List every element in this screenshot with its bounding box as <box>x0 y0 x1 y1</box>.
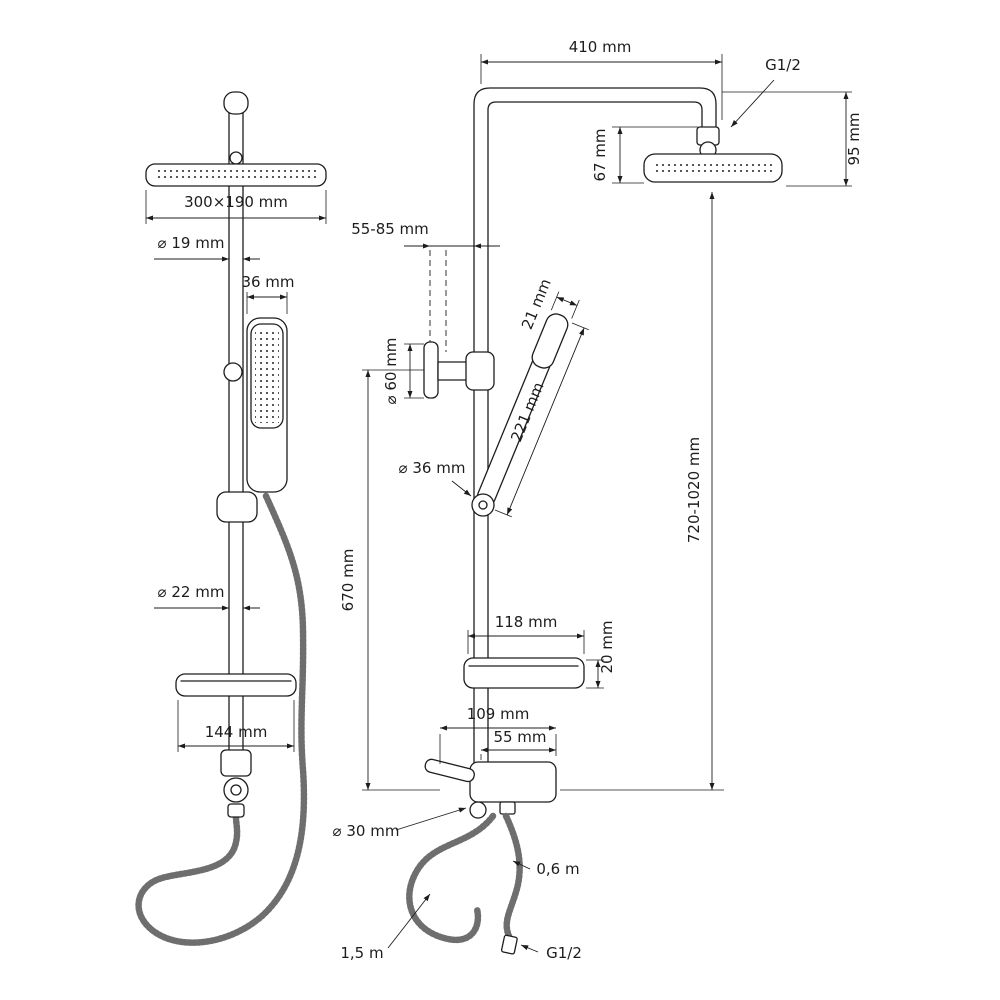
diverter-knob-side <box>469 801 487 819</box>
label-top-thread: G1/2 <box>730 56 801 128</box>
hose-connector-side <box>500 934 518 955</box>
shelf-front <box>175 673 297 697</box>
label-holder-diameter: ⌀ 36 mm <box>399 459 472 497</box>
ext-line <box>494 322 589 518</box>
pipe-clamp-side <box>465 351 495 391</box>
dim-pipe-diameter: ⌀ 19 mm <box>154 234 260 262</box>
dim-pipe-diameter-label: ⌀ 19 mm <box>158 234 225 252</box>
dim-shelf-width: 144 mm <box>177 700 295 752</box>
holder-knob-front <box>223 362 243 382</box>
rain-head-nozzles-front <box>154 170 318 181</box>
arm-connector-front <box>223 91 249 115</box>
shelf-side <box>463 657 585 689</box>
long-hose-side <box>406 812 497 944</box>
ext-line <box>612 126 698 184</box>
wall-bracket-side <box>423 341 495 399</box>
hand-shower-nozzles-front <box>255 329 279 423</box>
leader-line <box>730 79 775 128</box>
dim-head-size: 300×190 mm <box>145 190 327 224</box>
ext-line <box>722 91 852 187</box>
hose-long-label: 1,5 m <box>340 944 383 962</box>
dim-shelf-width-label: 144 mm <box>205 723 268 741</box>
leader-line <box>512 860 531 870</box>
ext-line <box>439 734 557 764</box>
dim-handset-width-label: 36 mm <box>241 273 294 291</box>
dim-shelf-depth: 118 mm <box>467 613 585 654</box>
label-hose-short: 0,6 m <box>512 860 580 878</box>
ext-line <box>246 292 288 314</box>
riser-and-arm-inner <box>487 101 703 763</box>
head-ball-joint-front <box>229 151 243 165</box>
dim-shelf-thickness-label: 20 mm <box>598 620 616 673</box>
dim-head-height: 67 mm <box>591 126 698 184</box>
dim-arm-length: 410 mm <box>480 38 723 120</box>
dim-head-size-label: 300×190 mm <box>184 193 288 211</box>
bottom-thread-label: G1/2 <box>546 944 582 962</box>
dim-lower-pipe-diameter-label: ⌀ 22 mm <box>158 583 225 601</box>
dim-mixer-width-label: 109 mm <box>467 705 530 723</box>
hose-short-label: 0,6 m <box>536 860 579 878</box>
leader-line <box>451 480 472 497</box>
dim-head-height-label: 67 mm <box>591 128 609 181</box>
holder-ball-joint-side <box>471 493 495 517</box>
front-view: 300×190 mm ⌀ 19 mm 36 mm ⌀ 22 mm 144 mm <box>135 91 327 946</box>
dim-shelf-thickness: 20 mm <box>586 620 616 689</box>
rain-head-nozzles-side <box>652 164 774 176</box>
mixer-side <box>424 758 557 819</box>
ext-line <box>550 291 580 319</box>
dim-head-drop: 95 mm <box>722 91 863 187</box>
ext-line <box>480 54 723 120</box>
dim-mixer-depth-label: 55 mm <box>493 728 546 746</box>
slider-clamp-front <box>216 491 258 523</box>
dim-shelf-depth-label: 118 mm <box>495 613 558 631</box>
holder-ball-center-side <box>478 500 488 510</box>
dim-lower-column-label: 670 mm <box>339 549 357 612</box>
top-thread-label: G1/2 <box>765 56 801 74</box>
dim-bracket-diameter-label: ⌀ 60 mm <box>382 338 400 405</box>
side-view: 410 mm G1/2 95 mm 67 mm 55-85 mm ⌀ 60 mm <box>333 38 863 962</box>
dim-arm-length-label: 410 mm <box>569 38 632 56</box>
hose-outlet-front <box>227 803 245 818</box>
dim-mixer-width: 109 mm <box>439 705 557 764</box>
diverter-knob-center-front <box>230 784 242 796</box>
ext-line <box>586 659 604 689</box>
dim-wall-offset: 55-85 mm <box>351 220 500 249</box>
riser-and-arm-outer <box>473 87 717 763</box>
hose-outlet-side <box>499 801 516 815</box>
short-hose-side <box>502 812 523 940</box>
label-knob-diameter: ⌀ 30 mm <box>333 807 467 840</box>
ext-line <box>467 630 585 654</box>
leader-line <box>387 893 431 949</box>
mixer-body-front <box>220 749 252 777</box>
shower-hose-front <box>135 492 308 946</box>
knob-diameter-label: ⌀ 30 mm <box>333 822 400 840</box>
dim-handset-width: 36 mm <box>241 273 295 314</box>
dim-lower-column: 670 mm <box>339 369 440 791</box>
diverter-knob-front <box>223 777 249 803</box>
dim-column-height: 720-1020 mm <box>560 192 724 791</box>
ext-line <box>404 343 424 399</box>
mixer-body-side <box>469 761 557 803</box>
label-bottom-thread: G1/2 <box>520 944 582 962</box>
wall-plate-side <box>423 341 439 399</box>
dim-line <box>556 296 578 306</box>
dim-bracket-diameter: ⌀ 60 mm <box>382 338 424 405</box>
ext-line <box>362 369 440 791</box>
holder-diameter-label: ⌀ 36 mm <box>399 459 466 477</box>
leader-line <box>520 944 539 953</box>
ext-line <box>177 700 295 752</box>
mixer-handle-side <box>424 758 475 783</box>
dim-line <box>506 327 585 516</box>
mixer-front <box>220 749 252 818</box>
hand-shower-face-front <box>250 323 284 429</box>
dim-lower-pipe-diameter: ⌀ 22 mm <box>154 583 260 611</box>
dim-head-drop-label: 95 mm <box>845 112 863 165</box>
leader-line <box>395 807 467 831</box>
dim-column-height-label: 720-1020 mm <box>685 437 703 543</box>
label-hose-long: 1,5 m <box>340 893 431 962</box>
dim-mixer-depth: 55 mm <box>480 728 556 760</box>
dim-wall-offset-label: 55-85 mm <box>351 220 429 238</box>
